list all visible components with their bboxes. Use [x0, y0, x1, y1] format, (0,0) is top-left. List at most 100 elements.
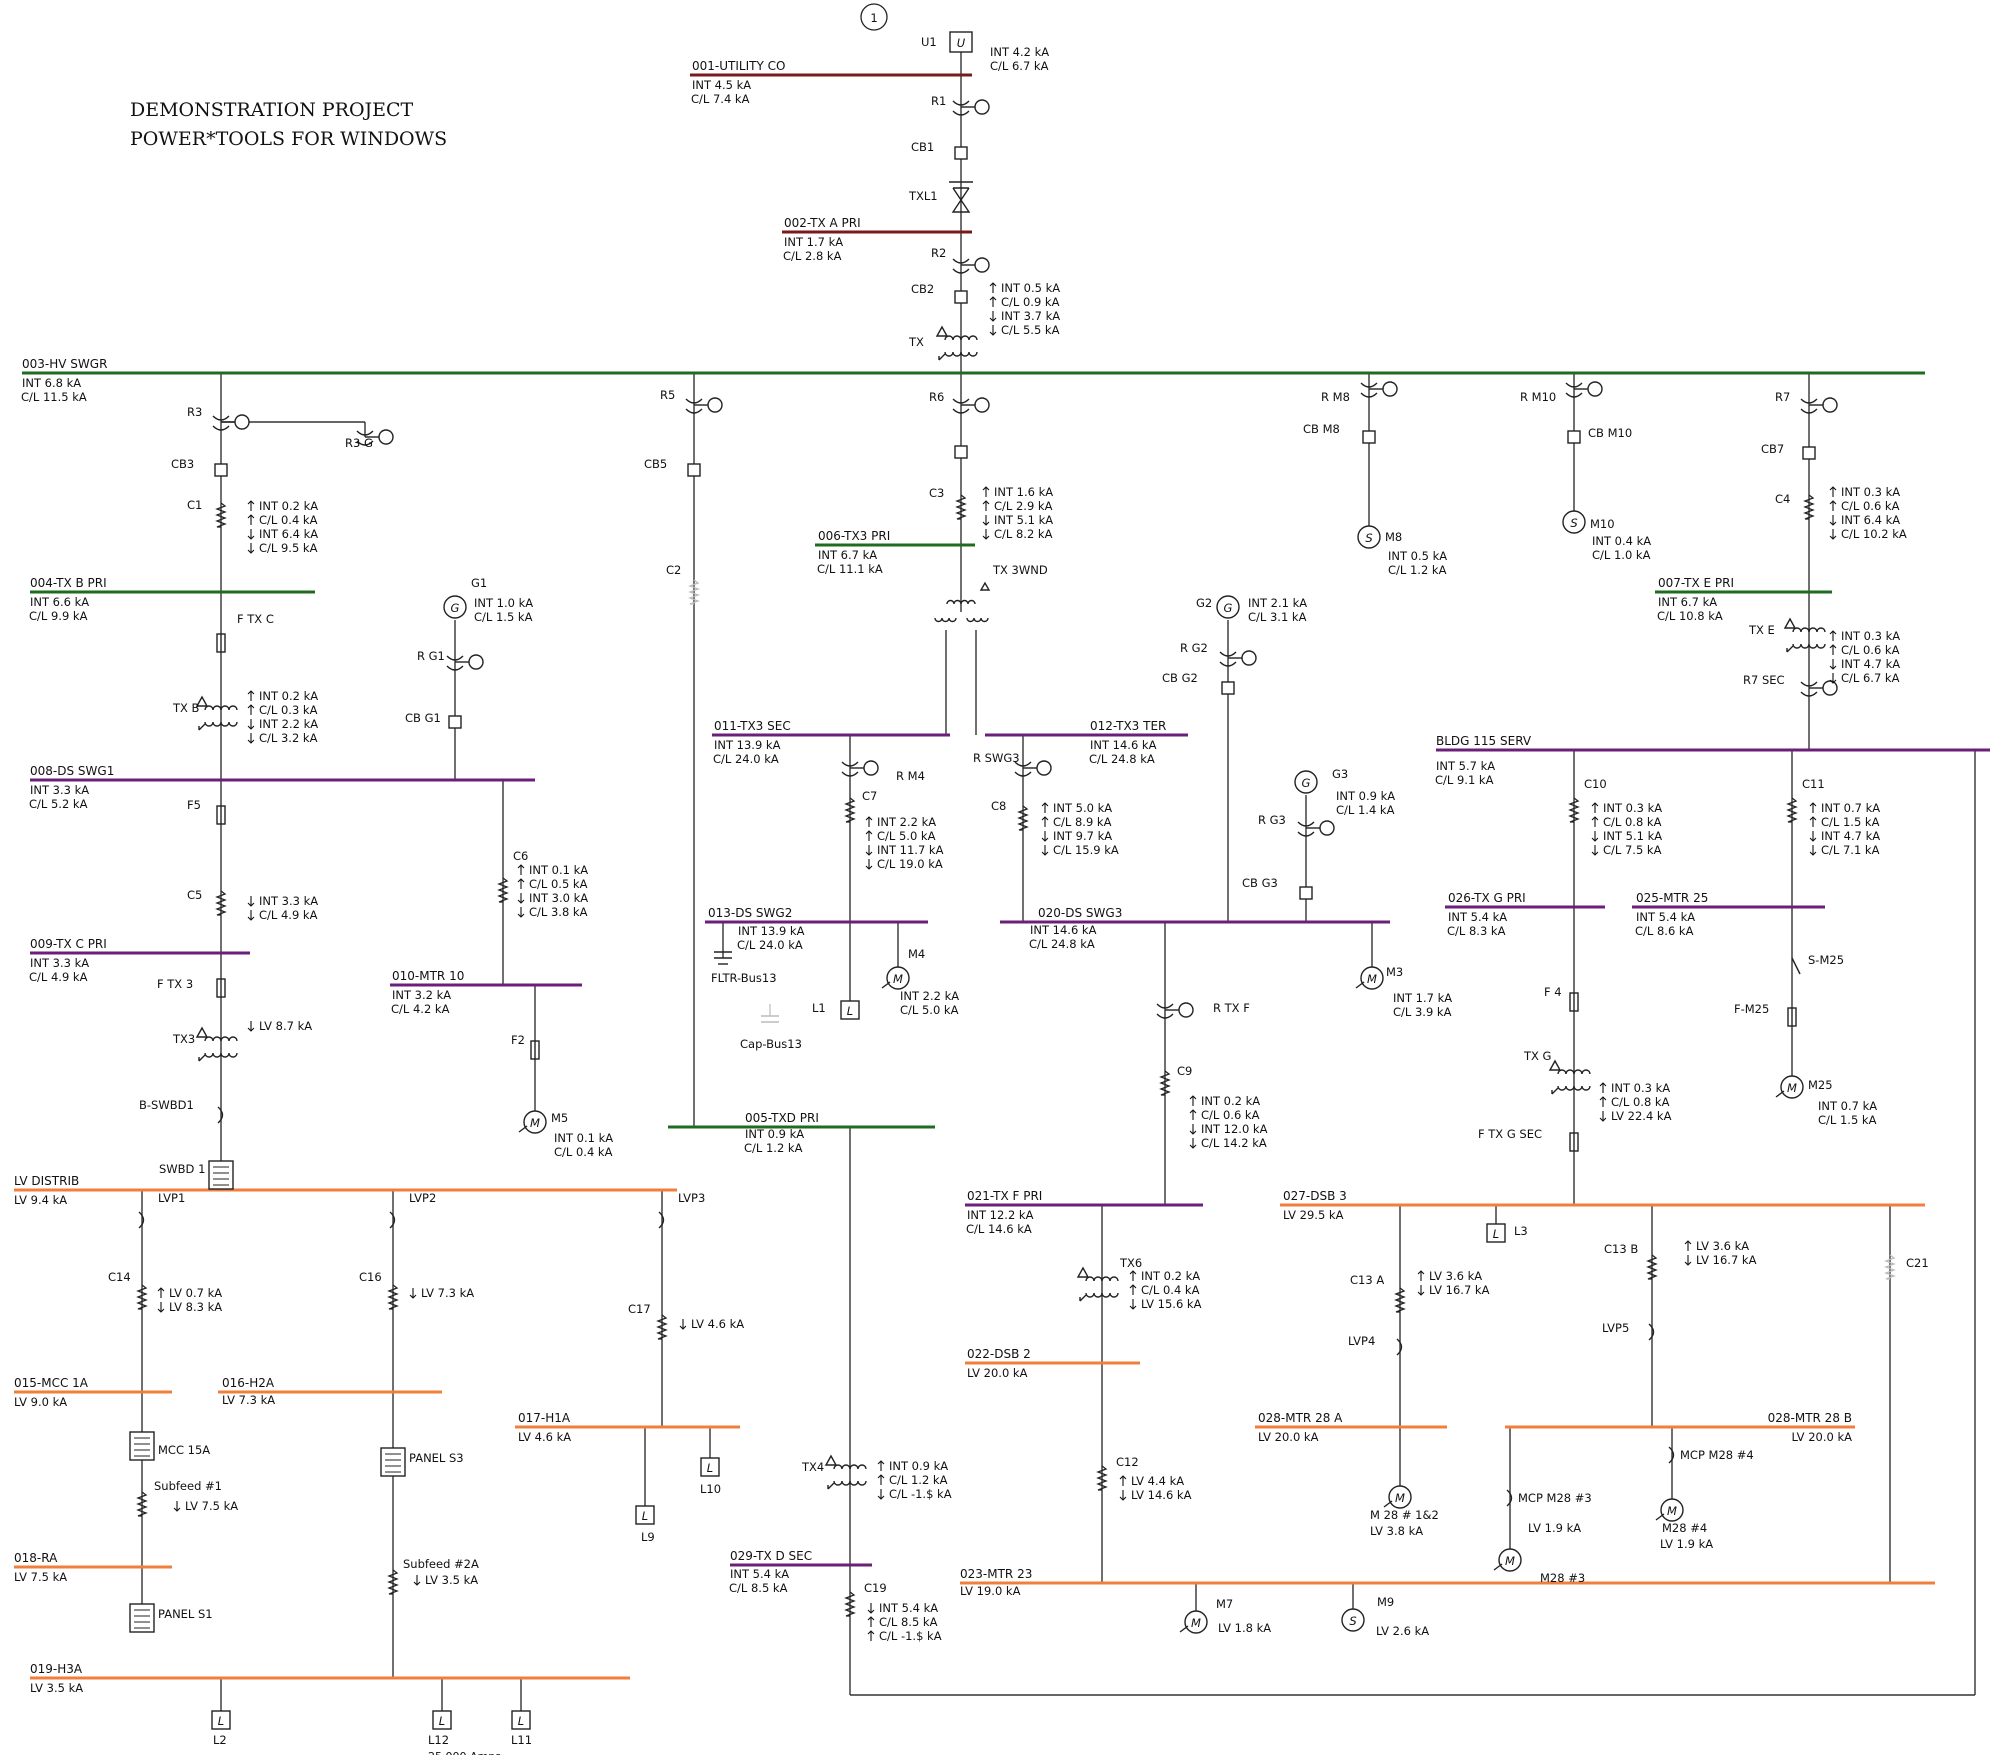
- device-cb5[interactable]: CB5: [644, 457, 701, 477]
- device-sm25[interactable]: S-M25: [1791, 953, 1844, 975]
- device-cbm10[interactable]: CB M10: [1567, 426, 1632, 444]
- device-tx[interactable]: TX: [908, 325, 978, 361]
- device-cbg3[interactable]: CB G3: [1242, 876, 1313, 900]
- device-c13a[interactable]: C13 A: [1350, 1273, 1406, 1313]
- device-swbd1[interactable]: SWBD 1: [159, 1160, 234, 1190]
- device-rswg3[interactable]: R SWG3: [973, 751, 1052, 777]
- device-r3[interactable]: R3: [187, 405, 250, 431]
- device-c11[interactable]: C11: [1786, 777, 1825, 823]
- device-lvp3[interactable]: LVP3: [658, 1191, 705, 1229]
- device-ftxgsec[interactable]: F TX G SEC: [1478, 1127, 1579, 1152]
- device-c4[interactable]: C4: [1775, 492, 1815, 520]
- device-m4[interactable]: MM4: [881, 947, 925, 990]
- device-c13b[interactable]: C13 B: [1604, 1242, 1658, 1280]
- device-capbus13[interactable]: Cap-Bus13: [740, 1004, 802, 1051]
- device-m28[interactable]: MM 28 # 1&2: [1370, 1485, 1439, 1522]
- device-cb3[interactable]: CB3: [171, 457, 228, 477]
- device-r7[interactable]: R7: [1775, 390, 1838, 414]
- device-rm4[interactable]: R M4: [841, 760, 925, 783]
- device-l1[interactable]: LL1: [812, 1000, 860, 1020]
- device-cbg2[interactable]: CB G2: [1162, 671, 1235, 695]
- device-c19[interactable]: C19: [844, 1581, 887, 1617]
- device-rg2[interactable]: R G2: [1180, 641, 1257, 667]
- device-c12[interactable]: C12: [1096, 1455, 1139, 1491]
- device-rg1[interactable]: R G1: [417, 649, 484, 671]
- device-cbm8[interactable]: CB M8: [1303, 422, 1376, 444]
- device-txl1[interactable]: TXL1: [908, 181, 973, 213]
- device-c6[interactable]: C6: [497, 849, 528, 903]
- device-f4[interactable]: F 4: [1544, 985, 1579, 1012]
- device-txg[interactable]: TX G: [1523, 1049, 1591, 1095]
- device-lvp4[interactable]: LVP4: [1348, 1334, 1403, 1356]
- device-g2[interactable]: GG2: [1196, 595, 1240, 619]
- device-tx3a[interactable]: TX3: [172, 1026, 238, 1062]
- bus-b027[interactable]: 027-DSB 3LV 29.5 kA: [1280, 1189, 1925, 1222]
- device-c2[interactable]: C2: [666, 563, 700, 605]
- device-r5[interactable]: R5: [660, 388, 723, 414]
- device-c21[interactable]: C21: [1884, 1254, 1929, 1280]
- device-fltr[interactable]: FLTR-Bus13: [711, 951, 777, 985]
- device-panels3[interactable]: PANEL S3: [380, 1447, 464, 1477]
- device-c7[interactable]: C7: [844, 789, 877, 823]
- device-tx3wnd[interactable]: TX 3WND: [934, 563, 1048, 623]
- device-lvp5[interactable]: LVP5: [1602, 1321, 1655, 1341]
- device-c9[interactable]: C9: [1159, 1064, 1192, 1096]
- device-r2[interactable]: R2: [931, 246, 990, 274]
- device-cb6[interactable]: [954, 445, 968, 459]
- device-rg3[interactable]: R G3: [1258, 813, 1335, 837]
- device-lvp2[interactable]: LVP2: [389, 1191, 436, 1229]
- device-subfeed1[interactable]: Subfeed #1: [136, 1479, 222, 1517]
- device-c14[interactable]: C14: [108, 1270, 148, 1310]
- device-c10[interactable]: C10: [1568, 777, 1607, 823]
- bus-b028b[interactable]: 028-MTR 28 BLV 20.0 kA: [1505, 1411, 1855, 1444]
- device-txb[interactable]: TX B: [172, 695, 238, 731]
- device-f2[interactable]: F2: [511, 1033, 540, 1060]
- device-cb7[interactable]: CB7: [1761, 442, 1816, 460]
- device-c1[interactable]: C1: [187, 498, 227, 528]
- device-c16[interactable]: C16: [359, 1270, 399, 1310]
- device-m7[interactable]: MM7: [1179, 1597, 1233, 1634]
- device-l2[interactable]: LL2: [211, 1710, 231, 1747]
- device-r1[interactable]: R1: [931, 94, 990, 116]
- device-mcpm283[interactable]: MCP M28 #3: [1506, 1489, 1592, 1507]
- device-r3g[interactable]: R3 G: [345, 429, 394, 450]
- device-subfeed2a[interactable]: Subfeed #2A: [387, 1557, 479, 1595]
- device-cb1[interactable]: CB1: [911, 140, 968, 160]
- device-rm10[interactable]: R M10: [1520, 381, 1603, 404]
- device-f5[interactable]: F5: [187, 798, 226, 825]
- device-rm8[interactable]: R M8: [1321, 381, 1398, 404]
- device-ftx3[interactable]: F TX 3: [157, 977, 226, 998]
- device-bswbd1[interactable]: B-SWBD1: [139, 1098, 224, 1124]
- device-ftxc[interactable]: F TX C: [216, 612, 274, 653]
- device-rtxf[interactable]: R TX F: [1156, 1001, 1250, 1019]
- device-fm25[interactable]: F-M25: [1734, 1002, 1797, 1027]
- bus-b028a[interactable]: 028-MTR 28 ALV 20.0 kA: [1255, 1411, 1447, 1444]
- device-tx4[interactable]: TX4: [801, 1454, 867, 1490]
